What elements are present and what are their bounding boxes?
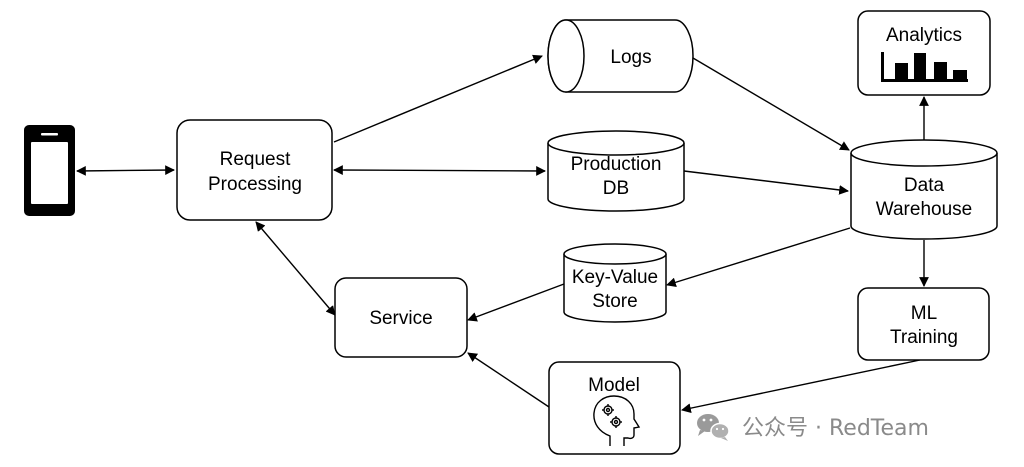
- edge-model-service: [467, 352, 550, 408]
- service-label: Service: [369, 308, 432, 329]
- key-value-store-node: Key-Value Store: [563, 243, 667, 323]
- data-warehouse-label-line2: Warehouse: [876, 199, 972, 220]
- model-node: Model: [548, 361, 681, 455]
- wechat-icon: [697, 414, 730, 441]
- edge-request-productiondb: [333, 165, 546, 176]
- service-node: Service: [334, 277, 468, 358]
- edge-mltraining-model: [681, 359, 921, 413]
- watermark: 公众号 · RedTeam: [697, 414, 929, 441]
- edge-request-logs: [333, 54, 543, 143]
- request-processing-node: Request Processing: [176, 119, 333, 221]
- edge-warehouse-kvstore: [666, 227, 851, 288]
- smartphone-icon: [24, 125, 75, 216]
- production-db-label-line1: Production: [571, 154, 662, 175]
- bar-chart-icon: [881, 52, 968, 82]
- watermark-text: 公众号 · RedTeam: [742, 416, 929, 441]
- request-processing-label-line2: Processing: [208, 174, 302, 195]
- production-db-node: Production DB: [547, 130, 685, 212]
- logs-node: Logs: [547, 19, 694, 93]
- key-value-store-label-line2: Store: [592, 291, 637, 312]
- edge-phone-request: [76, 165, 175, 176]
- analytics-label: Analytics: [886, 25, 962, 46]
- analytics-node: Analytics: [857, 10, 991, 96]
- ml-training-label-line1: ML: [911, 303, 937, 324]
- request-processing-label-line1: Request: [220, 149, 291, 170]
- edge-kvstore-service: [467, 283, 565, 322]
- edge-productiondb-warehouse: [683, 170, 849, 195]
- production-db-label-line2: DB: [603, 178, 629, 199]
- edges: [76, 54, 929, 413]
- ml-training-node: ML Training: [857, 287, 990, 361]
- edge-logs-warehouse: [692, 57, 850, 151]
- data-warehouse-label-line1: Data: [904, 175, 945, 196]
- logs-label: Logs: [610, 47, 651, 68]
- model-label: Model: [588, 375, 640, 396]
- data-warehouse-node: Data Warehouse: [850, 139, 998, 240]
- key-value-store-label-line1: Key-Value: [572, 267, 658, 288]
- ml-training-label-line2: Training: [890, 327, 958, 348]
- edge-request-service: [255, 221, 336, 316]
- brain-gears-icon: [593, 395, 641, 446]
